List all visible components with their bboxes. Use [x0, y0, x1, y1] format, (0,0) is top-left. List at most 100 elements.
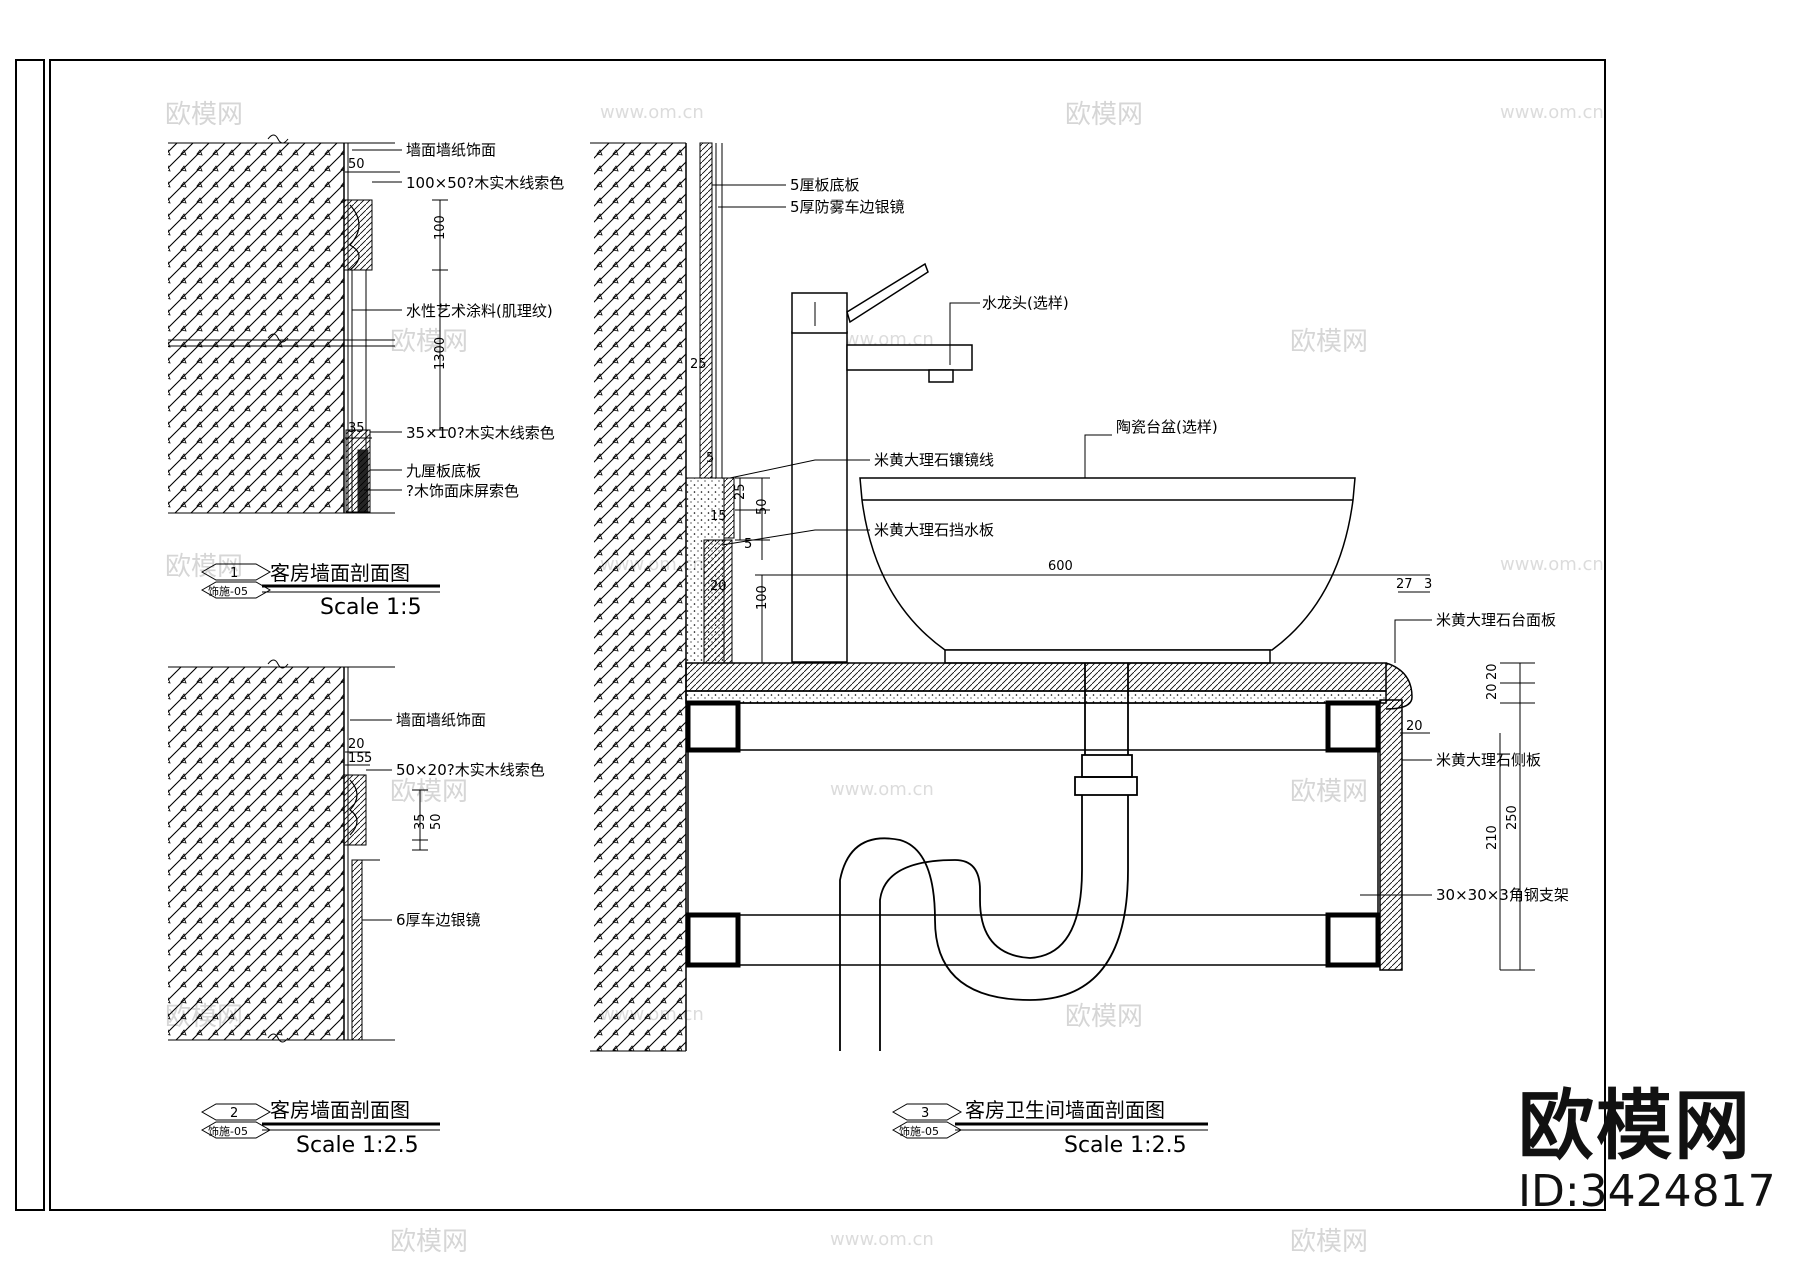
leader-label: 米黄大理石挡水板 [874, 521, 994, 539]
detail-scale: Scale 1:2.5 [1064, 1133, 1187, 1158]
dim-text: 15 [710, 509, 727, 524]
detail-1-wall [168, 134, 395, 514]
detail-2: 20 15 5 35 50 墙面墙纸饰面 50×20?木实木线索色 6厚车边银镜… [168, 659, 545, 1158]
detail-title: 客房墙面剖面图 [270, 1098, 410, 1122]
leader-label: 5厘板底板 [790, 176, 860, 194]
brand-logo: 欧模网 [1518, 1081, 1752, 1170]
dim-text: 25 [733, 483, 748, 500]
detail-marker [200, 563, 272, 581]
detail-1-dimensions [345, 171, 448, 439]
detail-title: 客房卫生间墙面剖面图 [965, 1098, 1165, 1122]
dim-text: 600 [1048, 559, 1073, 574]
drain-trap [839, 663, 1138, 1051]
leader-label: 米黄大理石镶镜线 [874, 451, 994, 469]
leader-label: 35×10?木实木线索色 [406, 424, 555, 442]
detail-scale: Scale 1:2.5 [296, 1133, 419, 1158]
leader-label: 墙面墙纸饰面 [406, 141, 496, 159]
detail-2-dimensions [345, 751, 428, 851]
watermark-logo: 欧模网 [1065, 1002, 1143, 1032]
watermark-logo: 欧模网 [390, 1227, 468, 1257]
leader-label: 5厚防雾车边银镜 [790, 198, 905, 216]
detail-3-dimensions [699, 368, 1535, 971]
leader-label: 米黄大理石台面板 [1436, 611, 1556, 629]
watermark-url: www.om.cn [1500, 102, 1604, 123]
dim-text: 210 [1485, 825, 1500, 850]
detail-2-wall [168, 659, 395, 1043]
leader-label: 米黄大理石侧板 [1436, 751, 1541, 769]
dim-text: 15 [348, 751, 365, 766]
watermark-logo: 欧模网 [165, 100, 243, 130]
sheet-frame [15, 59, 1606, 1211]
watermark-logo: 欧模网 [390, 327, 468, 357]
basin [859, 477, 1356, 664]
detail-2-leaders [350, 719, 392, 921]
dim-text: 20 [1485, 663, 1500, 680]
dim-text: 35 [413, 813, 428, 830]
leader-label: 水龙头(选样) [982, 294, 1069, 312]
brand-badge: 欧模网 ID:3424817 [1518, 1081, 1776, 1218]
countertop [685, 662, 1413, 971]
dim-text: 250 [1505, 805, 1520, 830]
dim-text: 50 [429, 813, 444, 830]
dim-text: 35 [348, 421, 365, 436]
leader-label: 100×50?木实木线索色 [406, 174, 564, 192]
leader-label: ?木饰面床屏索色 [406, 482, 519, 500]
dim-text: 5 [706, 451, 714, 466]
dim-text: 50 [348, 157, 365, 172]
dim-text: 3 [1424, 577, 1432, 592]
leader-label: 九厘板底板 [406, 462, 481, 480]
leader-label: 30×30×3角钢支架 [1436, 886, 1569, 904]
watermark-logo: 欧模网 [1065, 100, 1143, 130]
detail-1: 50 100 1300 35 墙面墙纸饰面 100×50?木实木线索色 水性艺术… [168, 134, 564, 620]
watermark-url: www.om.cn [830, 779, 934, 800]
dim-text: 25 [690, 357, 707, 372]
detail-scale: Scale 1:5 [320, 595, 422, 620]
dim-text: 1300 [433, 337, 448, 370]
detail-1-finish-layers [343, 143, 373, 513]
dim-text: 5 [364, 751, 372, 766]
dim-text: 20 [710, 579, 727, 594]
dim-text: 100 [433, 215, 448, 240]
detail-3-title-block: 3 饰施-05 客房卫生间墙面剖面图 Scale 1:2.5 [891, 1098, 1208, 1158]
dim-text: 5 [744, 537, 752, 552]
dim-text: 100 [755, 585, 770, 610]
detail-2-title-block: 2 饰施-05 客房墙面剖面图 Scale 1:2.5 [200, 1098, 440, 1158]
detail-3: 25 5 25 50 15 5 20 100 600 27 3 20 20 20… [590, 142, 1569, 1158]
leader-label: 水性艺术涂料(肌理纹) [406, 302, 553, 320]
leader-label: 墙面墙纸饰面 [396, 711, 486, 729]
dim-text: 50 [755, 498, 770, 515]
faucet [791, 262, 973, 663]
detail-1-leaders [352, 149, 402, 491]
watermark-url: www.om.cn [830, 1229, 934, 1250]
detail-3-mirror-layers [699, 142, 723, 479]
leader-label: 6厚车边银镜 [396, 911, 481, 929]
detail-sheet: 饰施-05 [899, 1124, 939, 1138]
watermark-logo: 欧模网 [1290, 1227, 1368, 1257]
watermark-url: www.om.cn [1500, 554, 1604, 575]
watermark-url: www.om.cn [600, 102, 704, 123]
leader-label: 陶瓷台盆(选样) [1116, 418, 1218, 436]
watermark-logo: 欧模网 [165, 552, 243, 582]
watermark-logo: 欧模网 [390, 777, 468, 807]
detail-number: 2 [230, 1106, 238, 1121]
dim-text: 27 [1396, 577, 1413, 592]
detail-3-leaders [712, 184, 1432, 896]
watermark-logo: 欧模网 [1290, 327, 1368, 357]
backsplash [685, 477, 735, 664]
dim-text: 20 [1485, 683, 1500, 700]
detail-number: 1 [230, 566, 238, 581]
cabinet-frame [685, 700, 1381, 968]
detail-2-finish-layers [343, 667, 380, 1041]
brand-id: ID:3424817 [1518, 1166, 1776, 1217]
detail-3-wall [590, 142, 687, 1052]
dim-text: 20 [1406, 719, 1423, 734]
dim-text: 20 [348, 737, 365, 752]
leader-label: 50×20?木实木线索色 [396, 761, 545, 779]
detail-title: 客房墙面剖面图 [270, 561, 410, 585]
detail-sheet: 饰施-05 [208, 1124, 248, 1138]
detail-sheet: 饰施-05 [208, 584, 248, 598]
watermark-logo: 欧模网 [1290, 777, 1368, 807]
detail-1-title-block: 1 饰施-05 客房墙面剖面图 Scale 1:5 [200, 561, 440, 620]
detail-number: 3 [921, 1106, 929, 1121]
